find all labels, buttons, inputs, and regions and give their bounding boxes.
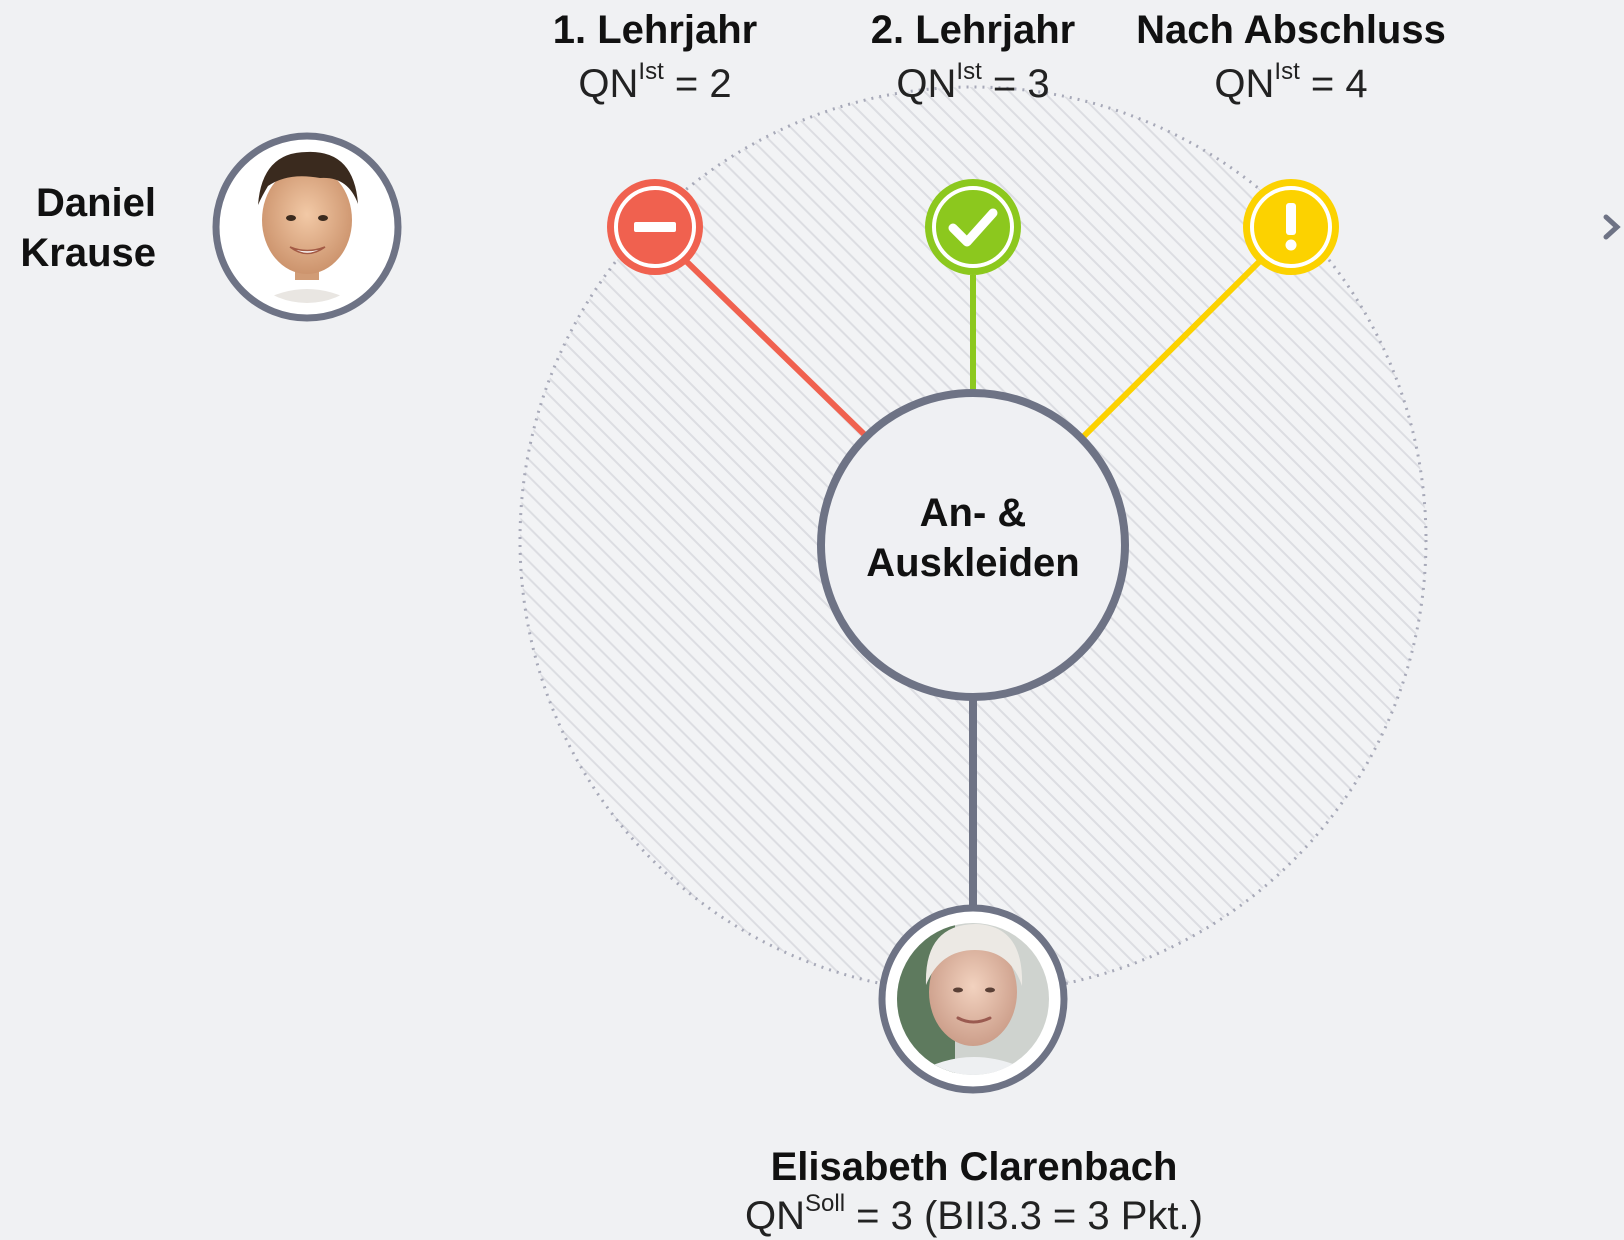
learner-last-name: Krause: [20, 231, 156, 275]
qn-value: = 2: [663, 62, 732, 106]
stage-qn-2: QNIst = 3: [843, 60, 1103, 106]
qn-prefix: QN: [1214, 62, 1275, 106]
stage-qn-3: QNIst = 4: [1161, 60, 1421, 106]
learner-avatar[interactable]: [212, 132, 402, 322]
exclamation-icon: [1285, 203, 1297, 251]
qn-prefix: QN: [745, 1194, 805, 1238]
connector-red: [684, 259, 871, 441]
qn-superscript: Ist: [956, 58, 982, 85]
skill-label: An- & Auskleiden: [823, 488, 1123, 588]
arrow-head-icon: [1603, 214, 1621, 240]
qn-prefix: QN: [896, 62, 957, 106]
skill-circle: [817, 389, 1129, 701]
stage-title-2: 2. Lehrjahr: [870, 8, 1076, 52]
patient-avatar[interactable]: [878, 904, 1068, 1094]
qn-value: = 3 (BII3.3 = 3 Pkt.): [845, 1194, 1203, 1238]
patient-name: Elisabeth Clarenbach: [770, 1145, 1178, 1189]
stage-title-3: Nach Abschluss: [1136, 8, 1446, 52]
learner-first-name: Daniel: [35, 181, 156, 225]
stage-node-1[interactable]: [607, 179, 703, 275]
qn-superscript: Ist: [638, 58, 664, 85]
stage-title-1: 1. Lehrjahr: [552, 8, 758, 52]
skill-label-line-2: Auskleiden: [866, 541, 1080, 585]
qn-prefix: QN: [578, 62, 639, 106]
stage-qn-1: QNIst = 2: [525, 60, 785, 106]
qn-superscript: Soll: [805, 1190, 846, 1217]
qn-superscript: Ist: [1274, 58, 1300, 85]
connector-yellow: [1079, 259, 1262, 441]
qn-value: = 4: [1299, 62, 1368, 106]
check-icon: [948, 208, 998, 247]
minus-icon: [634, 222, 676, 232]
patient-qn: QNSoll = 3 (BII3.3 = 3 Pkt.): [574, 1192, 1374, 1238]
learner-name: Daniel Krause: [10, 178, 156, 278]
stage-node-3[interactable]: [1243, 179, 1339, 275]
stage-node-2[interactable]: [925, 179, 1021, 275]
skill-label-line-1: An- &: [919, 491, 1027, 535]
qn-value: = 3: [981, 62, 1050, 106]
